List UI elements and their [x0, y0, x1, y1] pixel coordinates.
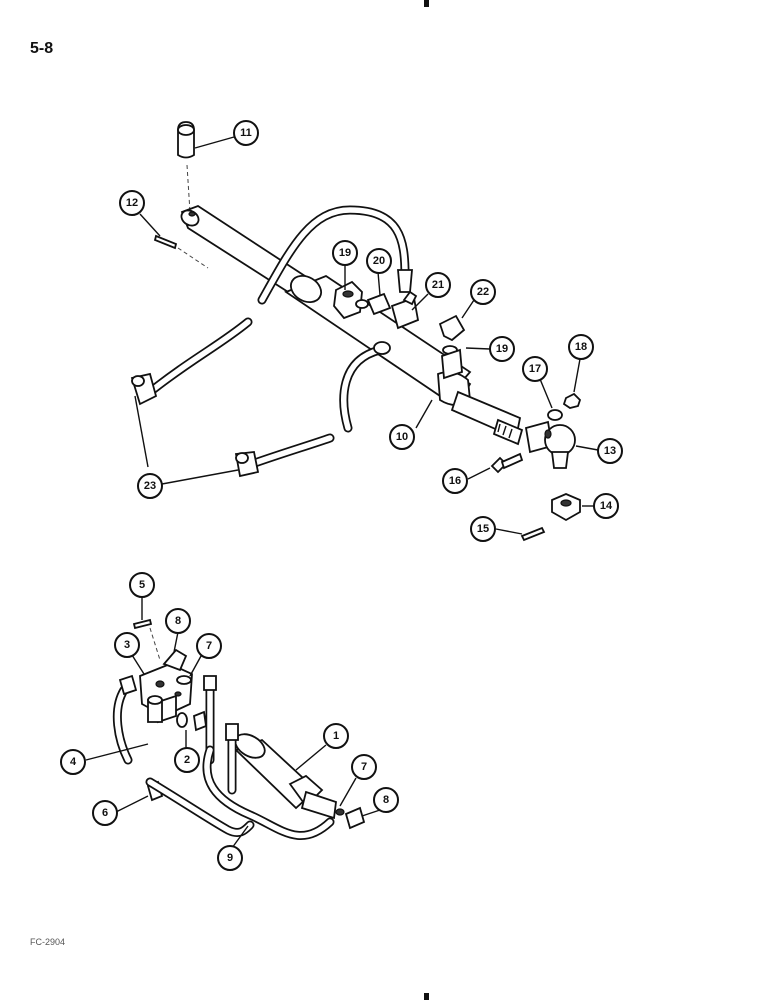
svg-text:2: 2: [184, 754, 190, 766]
callout-1: 1: [323, 723, 349, 749]
callout-6: 6: [92, 800, 118, 826]
leader-lines-upper: [134, 136, 599, 535]
svg-text:22: 22: [477, 286, 489, 298]
callout-17: 17: [522, 356, 548, 382]
callout-11: 11: [233, 120, 259, 146]
castle-nut-14: [551, 493, 581, 522]
o-ring-7a: [176, 675, 192, 685]
svg-text:19: 19: [496, 343, 508, 355]
callout-19a: 19: [332, 240, 358, 266]
callout-8a: 8: [165, 608, 191, 634]
callout-16: 16: [442, 468, 468, 494]
upper-steering-cylinder-assembly: [130, 121, 599, 542]
callout-12: 12: [119, 190, 145, 216]
callout-10: 10: [389, 424, 415, 450]
svg-text:18: 18: [575, 341, 587, 353]
split-pin-5: [132, 618, 153, 630]
svg-text:14: 14: [600, 500, 613, 512]
callout-7a: 7: [196, 633, 222, 659]
svg-text:8: 8: [175, 615, 181, 627]
callout-5: 5: [129, 572, 155, 598]
svg-text:4: 4: [70, 756, 77, 768]
callout-8b: 8: [373, 787, 399, 813]
figure-code: FC-2904: [30, 937, 66, 947]
callout-14: 14: [593, 493, 619, 519]
svg-text:19: 19: [339, 247, 351, 259]
callout-9: 9: [217, 845, 243, 871]
callout-18: 18: [568, 334, 594, 360]
bolt-16: [490, 452, 524, 474]
svg-text:6: 6: [102, 807, 108, 819]
callout-2: 2: [174, 747, 200, 773]
svg-text:5: 5: [139, 579, 145, 591]
callout-23a: 23: [137, 473, 163, 499]
svg-text:15: 15: [477, 523, 489, 535]
callout-15: 15: [470, 516, 496, 542]
lower-cylinder-assembly: [85, 596, 381, 849]
callout-7b: 7: [351, 754, 377, 780]
elbow-fitting-8a: [162, 648, 188, 672]
svg-text:8: 8: [383, 794, 389, 806]
svg-text:11: 11: [240, 127, 252, 139]
top-edge-mark: [424, 0, 429, 7]
callout-3: 3: [114, 632, 140, 658]
hydraulic-hoses-upper: [130, 205, 413, 478]
bottom-edge-mark: [424, 993, 429, 1000]
svg-text:10: 10: [396, 431, 408, 443]
pin-11: [177, 121, 195, 213]
split-pin-15: [520, 526, 546, 542]
svg-text:3: 3: [124, 639, 130, 651]
cylinder-barrel: [180, 204, 472, 406]
svg-text:21: 21: [432, 279, 444, 291]
svg-text:23: 23: [144, 480, 156, 492]
piston-rod: [450, 390, 524, 446]
page-number: 5-8: [30, 40, 54, 57]
svg-text:20: 20: [373, 255, 385, 267]
svg-text:13: 13: [604, 445, 616, 457]
nut-18: [562, 392, 582, 409]
svg-text:16: 16: [449, 475, 461, 487]
washer-17: [547, 409, 563, 421]
svg-text:7: 7: [361, 761, 367, 773]
cylinder-1: [234, 733, 366, 830]
svg-text:17: 17: [529, 363, 541, 375]
callout-20: 20: [366, 248, 392, 274]
svg-text:9: 9: [227, 852, 233, 864]
svg-text:7: 7: [206, 640, 212, 652]
svg-text:12: 12: [126, 197, 138, 209]
svg-text:1: 1: [333, 730, 339, 742]
callout-19b: 19: [489, 336, 515, 362]
split-pin-12: [153, 234, 178, 250]
callout-4: 4: [60, 749, 86, 775]
callout-13: 13: [597, 438, 623, 464]
hydraulic-fittings: [333, 280, 466, 380]
pin-4: [147, 695, 163, 723]
callout-22: 22: [470, 279, 496, 305]
tie-rod-end-13: [524, 420, 576, 469]
o-ring-2: [176, 712, 188, 728]
callout-21: 21: [425, 272, 451, 298]
